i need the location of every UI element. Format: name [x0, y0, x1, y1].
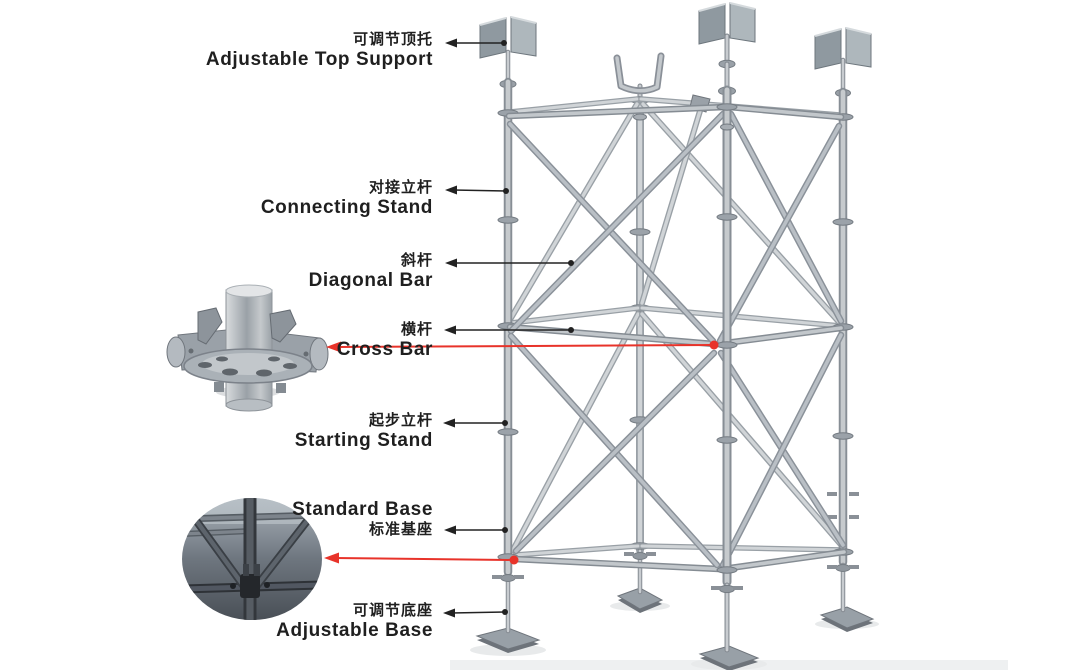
label-starting-stand-zh: 起步立杆 [368, 412, 433, 429]
label-diagonal-bar-en: Diagonal Bar [308, 270, 433, 292]
label-adjustable-top-support: 可调节顶托 Adjustable Top Support [160, 31, 433, 71]
label-cross-bar: 横杆 Cross Bar [160, 321, 433, 361]
rosette-connector-inset-photo [166, 284, 329, 412]
front-diagonal-braces [506, 110, 847, 569]
label-diagonal-bar: 斜杆 Diagonal Bar [160, 252, 433, 292]
base-joint-inset-photo [182, 498, 322, 620]
label-connecting-stand: 对接立杆 Connecting Stand [160, 179, 433, 219]
back-diagonal-braces [508, 94, 846, 553]
red-callout-arrows [324, 340, 719, 565]
label-standard-base-en: Standard Base [292, 499, 433, 520]
label-connecting-stand-zh: 对接立杆 [368, 179, 433, 196]
label-diagonal-bar-zh: 斜杆 [400, 252, 433, 269]
label-adjustable-base-en: Adjustable Base [276, 620, 433, 642]
label-cross-bar-en: Cross Bar [336, 339, 433, 361]
front-cross-bars [505, 103, 848, 573]
label-adjustable-top-support-en: Adjustable Top Support [205, 49, 433, 71]
label-adjustable-base-zh: 可调节底座 [352, 602, 433, 619]
label-standard-base-zh: 标准基座 [368, 520, 433, 538]
front-post [698, 2, 760, 670]
label-starting-stand-en: Starting Stand [294, 430, 433, 452]
black-callout-arrows [443, 38, 574, 618]
label-adjustable-top-support-zh: 可调节顶托 [352, 31, 433, 48]
label-connecting-stand-en: Connecting Stand [260, 197, 433, 219]
label-cross-bar-zh: 横杆 [400, 321, 433, 338]
label-standard-base: Standard Base 标准基座 [160, 498, 433, 538]
label-starting-stand: 起步立杆 Starting Stand [160, 412, 433, 452]
label-adjustable-base: 可调节底座 Adjustable Base [160, 602, 433, 642]
